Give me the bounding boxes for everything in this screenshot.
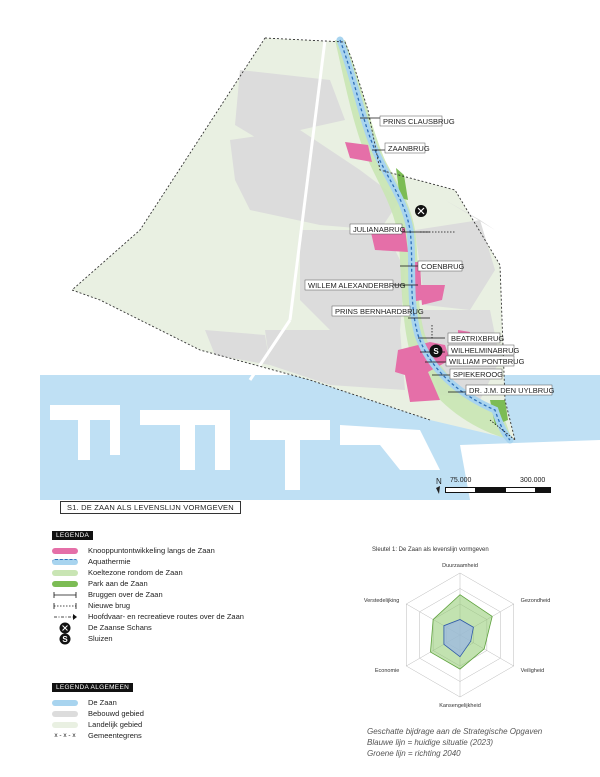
radar-current-series — [443, 619, 474, 658]
legend-general-title: LEGENDA ALGEMEEN — [52, 683, 134, 692]
legend-item: De Zaan — [52, 697, 352, 708]
map-caption: S1. DE ZAAN ALS LEVENSLIJN VORMGEVEN — [60, 501, 241, 514]
legend-item: Hoofdvaar- en recreatieve routes over de… — [52, 611, 352, 622]
bridge-label: JULIANABRUG — [353, 225, 406, 234]
legend: LEGENDA Knooppuntontwikkeling langs de Z… — [52, 530, 352, 644]
sluis-icon: S — [52, 633, 78, 644]
legend-title: LEGENDA — [52, 531, 94, 540]
scale-label-small: 75.000 — [450, 477, 472, 484]
bridge-label: WILLIAM PONTBRUG — [449, 357, 525, 366]
zaan-map: S PRINS CLAUSBRUG ZAANBRUG JULIANABRUG C… — [40, 36, 600, 500]
bridge-label: SPIEKEROOG — [453, 370, 503, 379]
radar-chart: DuurzaamheidGezondheidVeiligheidKansenge… — [364, 563, 551, 709]
north-arrow: N — [436, 477, 442, 494]
new-bridge-icon — [52, 601, 78, 611]
bridge-label: COENBRUG — [421, 262, 465, 271]
svg-text:S: S — [433, 347, 439, 356]
radar-title: Sleutel 1: De Zaan als levenslijn vormge… — [372, 547, 489, 553]
bridge-label: DR. J.M. DEN UYLBRUG — [469, 386, 555, 395]
park-zaan — [396, 168, 408, 200]
bridge-label: PRINS CLAUSBRUG — [383, 117, 455, 126]
radar-axis-label: Duurzaamheid — [442, 563, 478, 569]
legend-general: LEGENDA ALGEMEEN De Zaan Bebouwd gebied … — [52, 682, 352, 741]
scale-bar: 75.000 300.000 — [435, 477, 555, 495]
radar-axis-label: Gezondheid — [521, 598, 551, 604]
legend-item: Knooppuntontwikkeling langs de Zaan — [52, 545, 352, 556]
sluis-icon: S — [429, 344, 443, 358]
legend-item: Koeltezone rondom de Zaan — [52, 567, 352, 578]
legend-item: Aquathermie — [52, 556, 352, 567]
scale-label-large: 300.000 — [520, 477, 546, 484]
radar-axis-label: Economie — [375, 668, 399, 674]
svg-text:S: S — [62, 635, 68, 644]
radar-axis-label: Kansengelijkheid — [439, 703, 481, 709]
zaanse-schans-icon — [52, 622, 78, 633]
radar-axis-label: Verstedelijking — [364, 598, 399, 604]
bridge-label: BEATRIXBRUG — [451, 334, 504, 343]
legend-item: Bruggen over de Zaan — [52, 589, 352, 600]
radar-note: Geschatte bijdrage aan de Strategische O… — [367, 727, 543, 758]
bridge-label: PRINS BERNHARDBRUG — [335, 307, 424, 316]
legend-item: Bebouwd gebied — [52, 708, 352, 719]
bridge-icon — [52, 590, 78, 600]
border-symbol: x - x - x — [54, 732, 76, 739]
legend-item: Park aan de Zaan — [52, 578, 352, 589]
legend-item: De Zaanse Schans — [52, 622, 352, 633]
municipality-area — [72, 38, 515, 440]
radar-axis-label: Veiligheid — [521, 668, 545, 674]
legend-item: Landelijk gebied — [52, 719, 352, 730]
legend-item: Nieuwe brug — [52, 600, 352, 611]
svg-text:N: N — [436, 477, 442, 486]
bridge-label: WILLEM ALEXANDERBRUG — [308, 281, 406, 290]
zaanse-schans-icon — [415, 205, 427, 217]
route-icon — [52, 612, 78, 622]
bridge-label: WILHELMINABRUG — [451, 346, 520, 355]
bridge-label: ZAANBRUG — [388, 144, 430, 153]
